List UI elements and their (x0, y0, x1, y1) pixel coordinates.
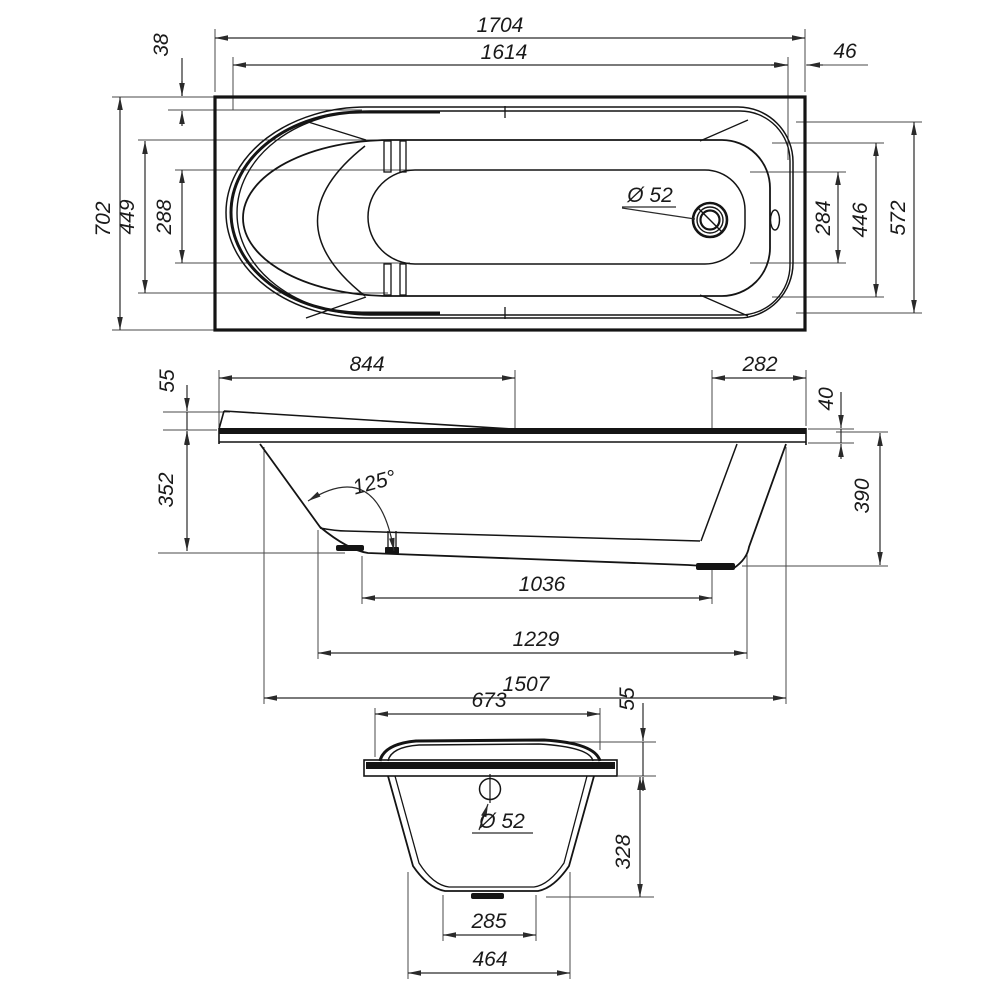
dim-depth-head: 352 (155, 432, 190, 551)
tub-floor-edge (367, 169, 746, 265)
handle-bar (399, 263, 407, 296)
drain (691, 201, 729, 239)
dim-rim-thickness: 40 (815, 387, 844, 459)
foot-pad-left (336, 545, 364, 551)
end-view-outline (363, 738, 618, 899)
label-drain-diameter-end: Ø 52 (472, 803, 533, 834)
dim-shell-depth: 328 (612, 777, 643, 897)
dim-text-shell-depth: 328 (612, 834, 635, 869)
dim-text-top-width: 673 (471, 689, 506, 712)
dim-text-base-length-overall: 1507 (503, 673, 551, 696)
handle-bar (383, 263, 392, 296)
dim-base-width-flat: 285 (443, 910, 536, 938)
backrest-hump-inner (387, 743, 594, 762)
dim-shell-width-foot: 572 (887, 122, 917, 313)
dim-text-overall-length: 1704 (477, 14, 524, 37)
drain-cross-line (697, 207, 723, 233)
end-view-extension-lines (374, 708, 656, 979)
basin-profile (319, 443, 738, 542)
body-section-outer (387, 775, 595, 892)
foot-pad-right (696, 563, 735, 570)
dim-inner-length: 1614 (233, 41, 788, 68)
dim-text-backrest-angle: 125° (350, 466, 398, 499)
dim-text-base-length-feet: 1229 (513, 628, 560, 651)
side-view-extension-lines (158, 370, 888, 704)
dim-text-backrest-rise-end: 55 (616, 687, 639, 711)
drain-trap-base (385, 547, 399, 554)
backrest-hump-outer (378, 738, 602, 762)
dim-depth-foot: 390 (851, 433, 883, 565)
dim-text-depth-foot: 390 (851, 478, 874, 513)
dim-rim-length-head: 844 (219, 353, 515, 381)
angle-arc (307, 486, 395, 552)
dim-text-basin-width-head: 449 (116, 199, 139, 234)
rim-edges (218, 410, 807, 445)
dim-text-foot-end-offset: 46 (833, 40, 857, 63)
rim-band (219, 428, 806, 434)
dim-text-overall-width: 702 (92, 201, 115, 236)
dim-basin-width-head: 449 (116, 141, 148, 293)
tub-apron-edge (236, 110, 791, 316)
dim-rim-length-foot: 282 (712, 353, 806, 381)
end-view: 673 55 328 285 464 Ø 52 (363, 687, 656, 979)
corner-slope-lines (304, 106, 749, 319)
dim-text-rim-length-head: 844 (349, 353, 384, 376)
tub-basin-edge (242, 139, 771, 297)
dim-bottom-width-head: 288 (153, 170, 185, 263)
overflow-hole (769, 209, 781, 231)
dim-base-width-overall: 464 (408, 948, 570, 976)
dim-bottom-width-foot: 284 (812, 172, 841, 263)
dim-base-length-flat: 1036 (362, 573, 712, 601)
dim-text-base-length-flat: 1036 (519, 573, 566, 596)
dim-overall-width: 702 (92, 97, 123, 330)
dim-base-length-feet: 1229 (318, 628, 747, 656)
dim-backrest-rise-end: 55 (616, 687, 646, 791)
dim-text-inner-length: 1614 (481, 41, 528, 64)
handle-bar (399, 140, 407, 173)
drain-outer-ring (691, 201, 729, 239)
top-view-outline (213, 95, 807, 332)
tub-rim-inner-edge (225, 106, 794, 319)
dim-foot-end-offset: 46 (771, 40, 857, 68)
side-view-outline (218, 410, 807, 570)
top-view-extension-lines (112, 29, 922, 331)
headrest-curve (316, 145, 366, 297)
dim-base-length-overall: 1507 (264, 673, 786, 701)
dim-text-backrest-rise: 55 (156, 369, 179, 393)
body-section-inner (394, 775, 588, 888)
leader-arrow (478, 803, 489, 831)
grip-handles (383, 140, 407, 296)
dim-text-bottom-width-foot: 284 (812, 200, 835, 236)
leader-line (621, 207, 696, 220)
tub-outer-shell (213, 95, 807, 332)
drain-inner-ring (699, 209, 721, 231)
dim-text-basin-width-foot: 446 (849, 202, 872, 237)
dim-backrest-angle: 125° (307, 466, 398, 552)
dim-text-depth-head: 352 (155, 472, 178, 507)
label-text-drain-diameter: Ø 52 (626, 184, 673, 207)
dim-text-rim-length-foot: 282 (741, 353, 777, 376)
rim-section-band (366, 762, 615, 769)
dim-head-end-offset: 38 (150, 33, 185, 126)
top-view: 1704 1614 46 38 702 449 288 (92, 14, 922, 332)
dim-backrest-rise-side: 55 (156, 369, 190, 446)
dim-top-width: 673 (375, 689, 600, 717)
handle-bar (383, 140, 392, 173)
tub-rim-roll (229, 110, 440, 315)
dim-text-base-width-flat: 285 (470, 910, 506, 933)
dim-text-base-width-overall: 464 (472, 948, 507, 971)
dim-text-rim-thickness: 40 (815, 387, 838, 411)
side-view: 844 282 55 352 40 390 (155, 353, 888, 704)
foot-pad-bottom (471, 893, 504, 899)
dim-text-shell-width-foot: 572 (887, 200, 910, 235)
label-drain-diameter-top: Ø 52 (621, 184, 696, 220)
drain-mid-ring (696, 206, 724, 234)
dim-text-head-end-offset: 38 (150, 33, 173, 57)
dim-text-bottom-width-head: 288 (153, 199, 176, 235)
dim-overall-length: 1704 (215, 14, 805, 41)
dim-basin-width-foot: 446 (849, 143, 879, 297)
label-text-drain-diameter-end: Ø 52 (478, 810, 525, 833)
